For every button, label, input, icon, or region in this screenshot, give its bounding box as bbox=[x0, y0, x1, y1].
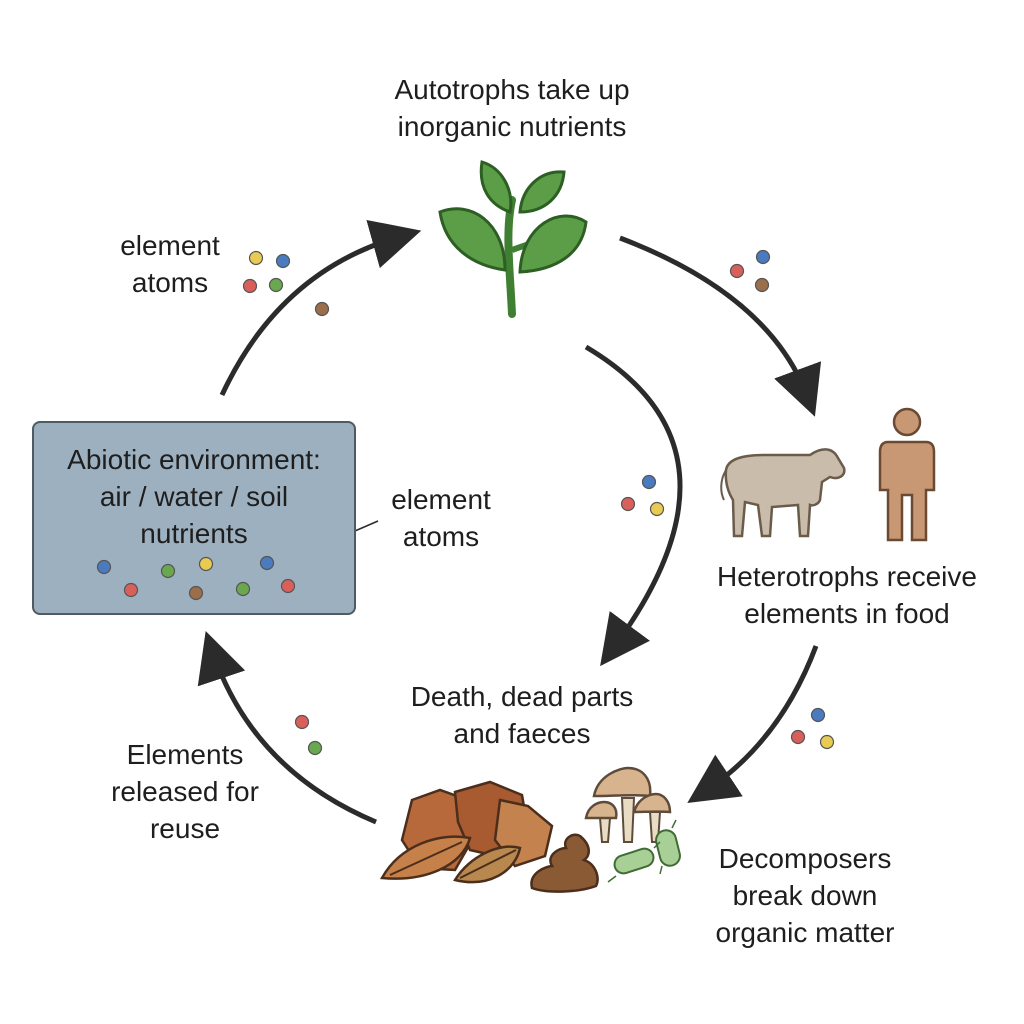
abiotic-line-2: air / water / soil bbox=[99, 481, 289, 512]
abiotic-environment-label: Abiotic environment: air / water / soil … bbox=[34, 441, 354, 552]
released-line-2: released for bbox=[111, 776, 259, 807]
abiotic-environment-box: Abiotic environment: air / water / soil … bbox=[32, 421, 356, 615]
released-line-1: Elements bbox=[126, 739, 244, 770]
arrow-heterotrophs-to-decomposers bbox=[687, 645, 819, 803]
element-atoms-box-line-1: element bbox=[391, 484, 491, 515]
atom-cluster-left bbox=[294, 714, 323, 756]
autotrophs-line-2: inorganic nutrients bbox=[397, 111, 627, 142]
element-atoms-box-line-2: atoms bbox=[402, 521, 480, 552]
death-line-2: and faeces bbox=[453, 718, 591, 749]
leaf-litter-icon bbox=[379, 780, 554, 884]
released-line-3: reuse bbox=[149, 813, 221, 844]
arrow-autotrophs-to-heterotrophs bbox=[619, 235, 822, 417]
atom-cluster-top-right bbox=[729, 249, 771, 293]
autotrophs-label: Autotrophs take up inorganic nutrients bbox=[362, 71, 662, 145]
abiotic-line-1: Abiotic environment: bbox=[67, 444, 321, 475]
arrow-autotrophs-to-death bbox=[584, 344, 683, 667]
heterotrophs-line-2: elements in food bbox=[744, 598, 950, 629]
decomposers-line-1: Decomposers bbox=[718, 843, 892, 874]
arrow-decomposers-to-environment bbox=[197, 631, 377, 825]
atom-cluster-top-left bbox=[242, 250, 330, 317]
decomposers-label: Decomposers break down organic matter bbox=[690, 840, 920, 951]
released-label: Elements released for reuse bbox=[90, 736, 280, 847]
heterotrophs-line-1: Heterotrophs receive bbox=[717, 561, 977, 592]
plant-seedling-icon bbox=[438, 160, 588, 318]
atom-cluster-right bbox=[790, 707, 835, 750]
death-label: Death, dead parts and faeces bbox=[390, 678, 654, 752]
human-figure-icon bbox=[878, 407, 936, 542]
arrow-environment-to-autotrophs bbox=[219, 219, 422, 397]
death-line-1: Death, dead parts bbox=[410, 681, 634, 712]
decomposers-line-2: break down bbox=[732, 880, 878, 911]
heterotrophs-label: Heterotrophs receive elements in food bbox=[692, 558, 1002, 632]
decomposers-line-3: organic matter bbox=[715, 917, 895, 948]
element-atoms-top-label: element atoms bbox=[95, 227, 245, 301]
element-atoms-top-line-2: atoms bbox=[131, 267, 209, 298]
atom-cluster-center bbox=[620, 474, 665, 517]
mushroom-icon bbox=[584, 766, 672, 843]
faeces-icon bbox=[530, 833, 599, 893]
cow-icon bbox=[720, 448, 846, 538]
atom-cluster-box bbox=[96, 555, 296, 601]
bacteria-icon bbox=[607, 819, 681, 883]
autotrophs-line-1: Autotrophs take up bbox=[394, 74, 630, 105]
element-atoms-box-label: element atoms bbox=[366, 481, 516, 555]
element-atoms-top-line-1: element bbox=[120, 230, 220, 261]
abiotic-line-3: nutrients bbox=[140, 518, 248, 549]
